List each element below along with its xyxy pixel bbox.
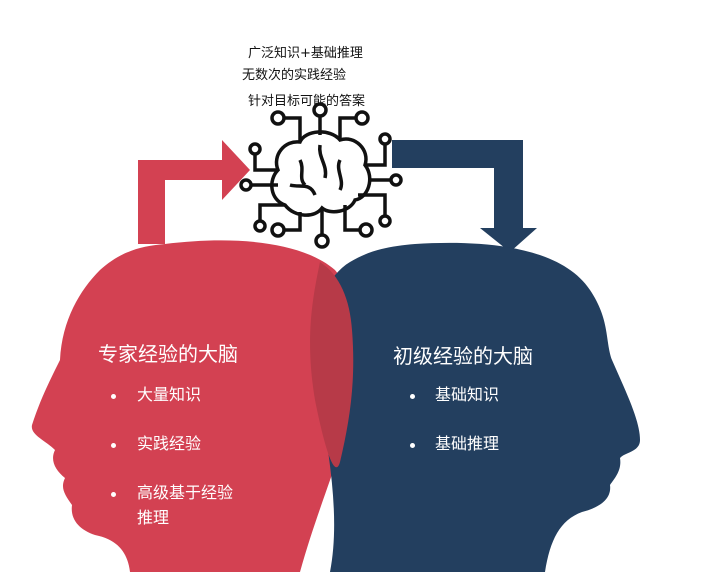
junior-item: 基础推理 bbox=[435, 434, 500, 453]
expert-title: 专家经验的大脑 bbox=[98, 342, 238, 366]
caption-line-3: 针对目标可能的答案 bbox=[248, 94, 366, 109]
caption-line-2: 无数次的实践经验 bbox=[242, 68, 347, 83]
caption-line-1: 广泛知识+基础推理 bbox=[248, 46, 363, 61]
bullet-dot bbox=[111, 492, 116, 497]
expert-item: 实践经验 bbox=[137, 434, 202, 453]
junior-item: 基础知识 bbox=[435, 385, 500, 404]
junior-title: 初级经验的大脑 bbox=[393, 344, 533, 368]
overlap-region bbox=[310, 262, 354, 468]
expert-item-continued: 推理 bbox=[137, 508, 170, 527]
expert-head-silhouette bbox=[31, 240, 356, 572]
junior-head-silhouette bbox=[314, 242, 640, 572]
bullet-dot bbox=[410, 443, 415, 448]
expert-item: 高级基于经验 bbox=[137, 483, 234, 502]
bullet-dot bbox=[111, 394, 116, 399]
bullet-dot bbox=[111, 443, 116, 448]
arrow-right-down-icon bbox=[392, 140, 537, 252]
bullet-dot bbox=[410, 394, 415, 399]
expert-item: 大量知识 bbox=[137, 385, 202, 404]
arrow-up-right-icon bbox=[138, 140, 250, 244]
brain-circuit-icon bbox=[239, 102, 403, 249]
